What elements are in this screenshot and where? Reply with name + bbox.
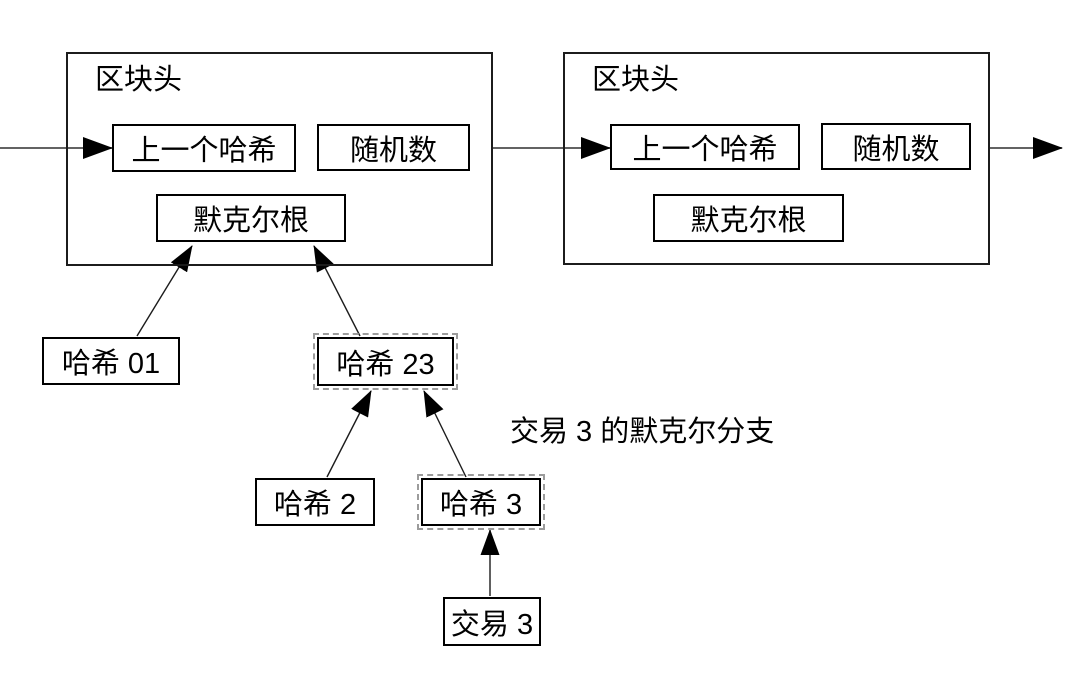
block-header-2-title: 区块头 bbox=[592, 64, 680, 96]
node-hash01: 哈希 01 bbox=[42, 337, 180, 385]
block2-nonce-box: 随机数 bbox=[821, 123, 971, 170]
block2-prev-hash-box: 上一个哈希 bbox=[610, 124, 800, 170]
block1-nonce-box: 随机数 bbox=[317, 124, 470, 171]
block2-merkle-root-box: 默克尔根 bbox=[653, 194, 844, 242]
block-header-1 bbox=[66, 52, 493, 266]
node-hash2: 哈希 2 bbox=[255, 478, 375, 526]
block1-prev-hash-box: 上一个哈希 bbox=[112, 124, 296, 172]
block-header-2 bbox=[563, 52, 990, 265]
arrow-hash3-to-hash23 bbox=[423, 390, 467, 478]
node-hash23: 哈希 23 bbox=[313, 333, 458, 390]
block1-merkle-root-box: 默克尔根 bbox=[156, 194, 346, 242]
node-hash3: 哈希 3 bbox=[417, 474, 545, 530]
arrow-hash2-to-hash23 bbox=[326, 390, 372, 478]
merkle-branch-caption: 交易 3 的默克尔分支 bbox=[510, 416, 775, 448]
block-header-1-title: 区块头 bbox=[95, 64, 183, 96]
node-tx3: 交易 3 bbox=[443, 597, 541, 646]
